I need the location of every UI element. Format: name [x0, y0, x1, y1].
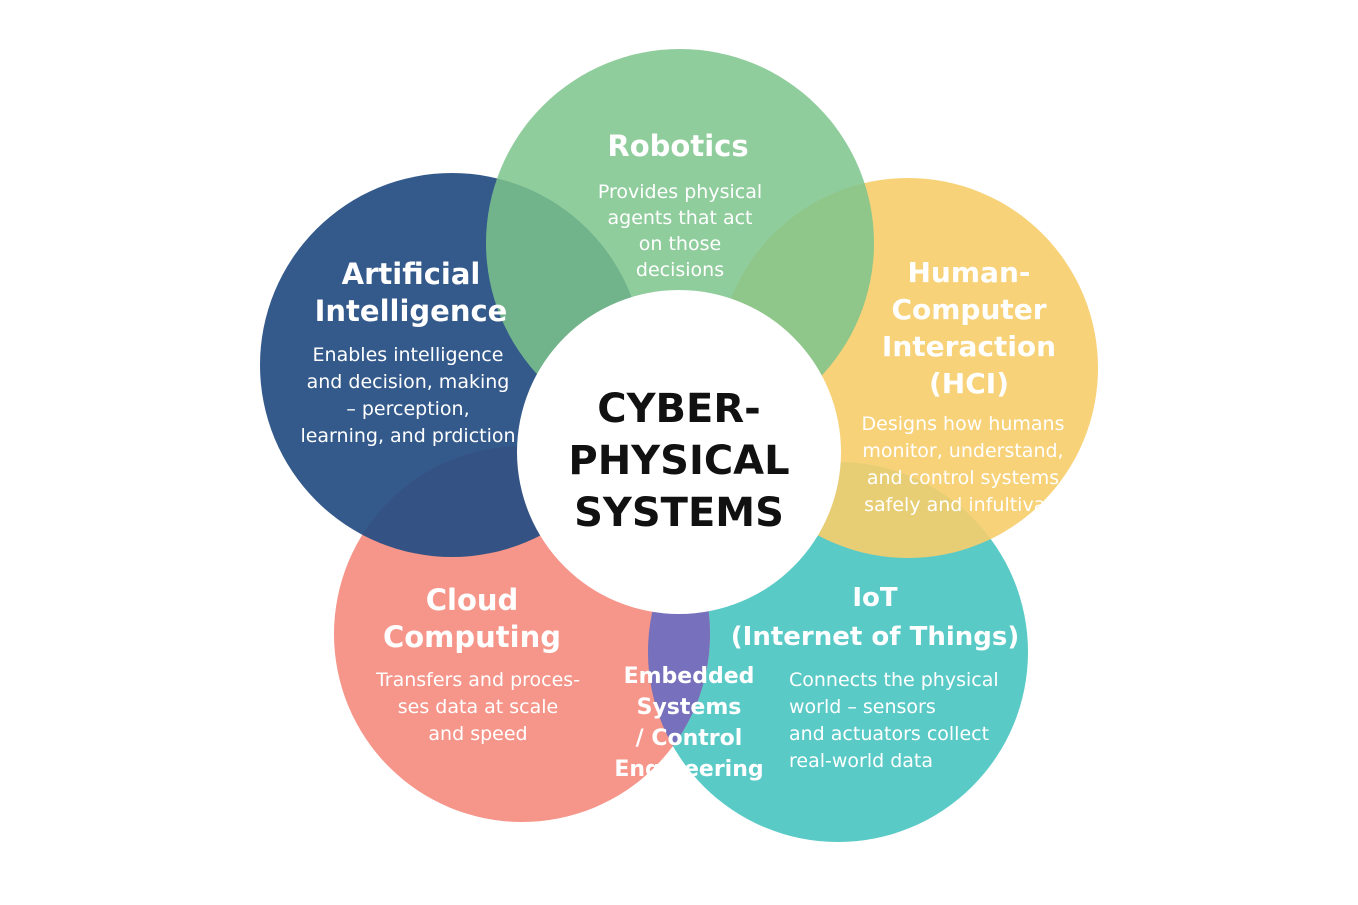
domains-ai-title-lines-line: Artificial — [342, 257, 481, 291]
domains-hci-desc-lines-line: Designs how humans — [862, 413, 1065, 435]
center-title-lines-line: SYSTEMS — [574, 490, 784, 536]
iot-description: Connects the physical world – sensors and … — [789, 669, 999, 772]
domains-cloud-title-lines-line: Computing — [383, 620, 561, 654]
domains-ai-desc-lines-line: Enables intelligence — [313, 344, 504, 366]
domains-hci-title-lines-line: Human- — [908, 256, 1031, 289]
domains-embedded-title-lines-line: Embedded — [624, 664, 755, 689]
domains-robotics-desc-lines-line: agents that act — [608, 207, 753, 229]
domains-iot-desc-lines-line: world – sensors — [789, 696, 936, 718]
cloud-description: Transfers and proces-ses data at scale an… — [375, 669, 580, 745]
domains-cloud-title-lines-line: Cloud — [426, 583, 519, 617]
domains-cloud-desc-lines-line: ses data at scale — [398, 696, 558, 718]
robotics-description: Provides physical agents that act on those… — [598, 181, 762, 281]
domains-cloud-desc-lines-line: Transfers and proces- — [375, 669, 580, 691]
domains-robotics-desc-lines-line: on those — [639, 233, 721, 255]
domains-hci-title-lines-line: Computer — [891, 293, 1046, 326]
domains-hci-desc-lines-line: safely and infultivaly — [864, 494, 1062, 516]
robotics-title: Robotics — [607, 129, 748, 163]
domains-embedded-title-lines-line: Systems — [637, 695, 742, 720]
domains-robotics-desc-lines-line: Provides physical — [598, 181, 762, 203]
domains-ai-title-lines-line: Intelligence — [315, 294, 508, 328]
domains-ai-desc-lines-line: learning, and prdiction — [300, 425, 515, 447]
domains-iot-desc-lines-line: real-world data — [789, 750, 933, 772]
domains-cloud-desc-lines-line: and speed — [428, 723, 527, 745]
iot-title: IoT (Internet of Things) — [731, 583, 1019, 652]
domains-iot-title-lines-line: (Internet of Things) — [731, 622, 1019, 652]
domains-ai-desc-lines-line: – perception, — [346, 398, 469, 420]
domains-iot-desc-lines-line: and actuators collect — [789, 723, 989, 745]
domains-robotics-title-lines-line: Robotics — [607, 129, 748, 163]
domains-iot-title-lines-line: IoT — [852, 583, 898, 613]
domains-robotics-desc-lines-line: decisions — [636, 259, 724, 281]
domains-embedded-title-lines-line: / Control — [636, 726, 743, 751]
domains-iot-desc-lines-line: Connects the physical — [789, 669, 999, 691]
ai-description: Enables intelligence and decision, making… — [300, 344, 515, 447]
center-title-lines-line: CYBER- — [597, 386, 761, 432]
domains-hci-title-lines-line: (HCI) — [929, 367, 1009, 400]
center-title: CYBER- PHYSICAL SYSTEMS — [568, 386, 789, 536]
hci-description: Designs how humans monitor, understand, an… — [862, 413, 1065, 516]
center-circle — [517, 290, 841, 614]
domains-hci-title-lines-line: Interaction — [882, 330, 1056, 363]
domains-ai-desc-lines-line: and decision, making — [307, 371, 510, 393]
domains-hci-desc-lines-line: and control systems — [867, 467, 1059, 489]
domains-hci-desc-lines-line: monitor, understand, — [862, 440, 1063, 462]
domains-embedded-title-lines-line: Engineering — [614, 757, 763, 782]
center-title-lines-line: PHYSICAL — [568, 438, 789, 484]
